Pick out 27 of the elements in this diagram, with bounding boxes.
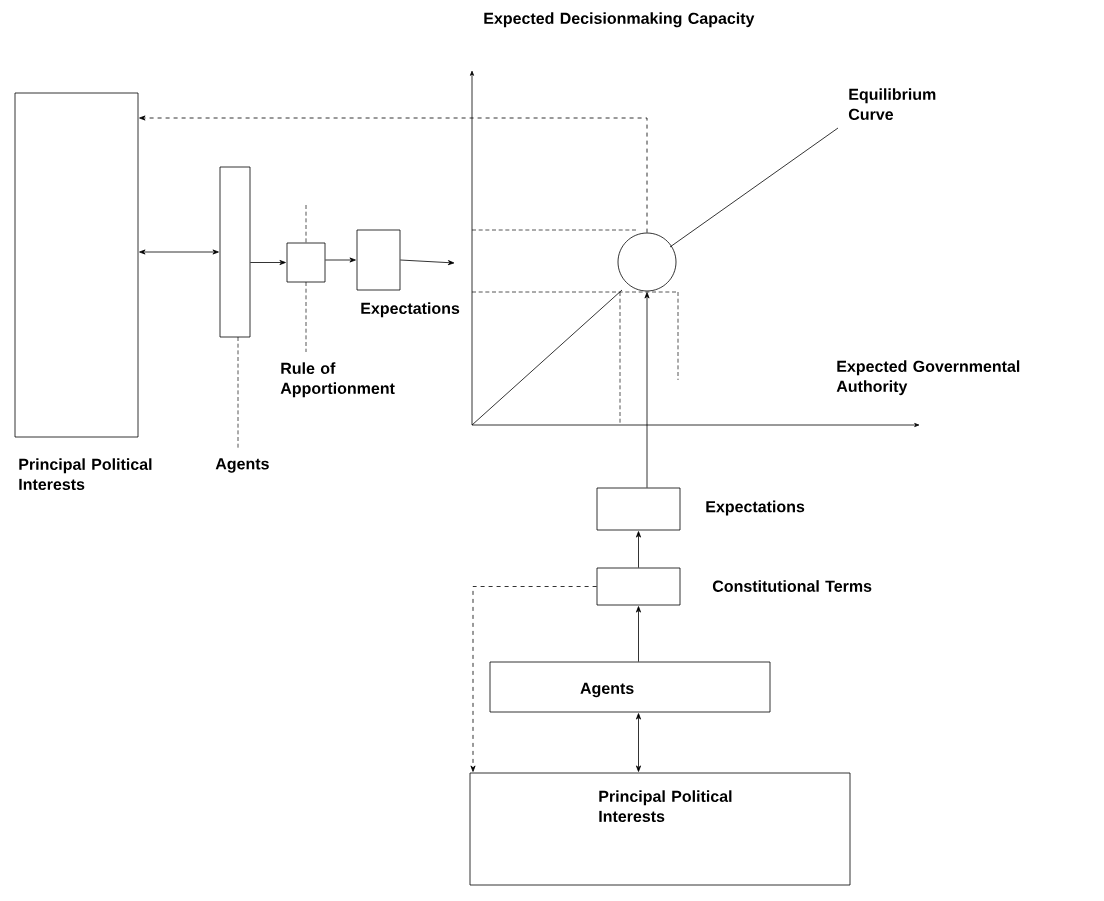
node-label: Expectations	[361, 302, 460, 318]
axis-label: Expected Governmental Authority	[836, 360, 1020, 396]
node-label: Constitutional Terms	[712, 580, 872, 592]
process-box: Constitutional Terms	[596, 567, 872, 606]
arrow	[636, 531, 641, 568]
node-label: Expectations	[706, 500, 805, 516]
arrow	[250, 260, 286, 265]
arrow	[636, 713, 641, 772]
process-box: Expectations	[596, 487, 805, 531]
arrow	[400, 259, 455, 266]
axis-label: Expected Decisionmaking Capacity	[484, 12, 755, 28]
axis-label: Equilibrium Curve	[848, 88, 936, 120]
process-box: Principal Political Interests	[469, 772, 851, 886]
process-box: Principal Political Interests	[14, 92, 152, 490]
arrow	[325, 257, 356, 263]
process-box: Expectations	[356, 229, 460, 318]
node-label: Agents	[215, 458, 269, 473]
arrow	[644, 292, 650, 488]
arrow	[139, 249, 219, 255]
arrow	[470, 586, 597, 772]
node-label: Rule of Apportionment	[280, 362, 395, 398]
equilibrium-circle	[617, 232, 677, 292]
process-box: Agents	[489, 661, 771, 713]
arrow	[139, 115, 648, 233]
node-label: Principal Political Interests	[19, 458, 152, 491]
arrow	[636, 606, 641, 662]
process-box: Agents	[215, 166, 269, 473]
